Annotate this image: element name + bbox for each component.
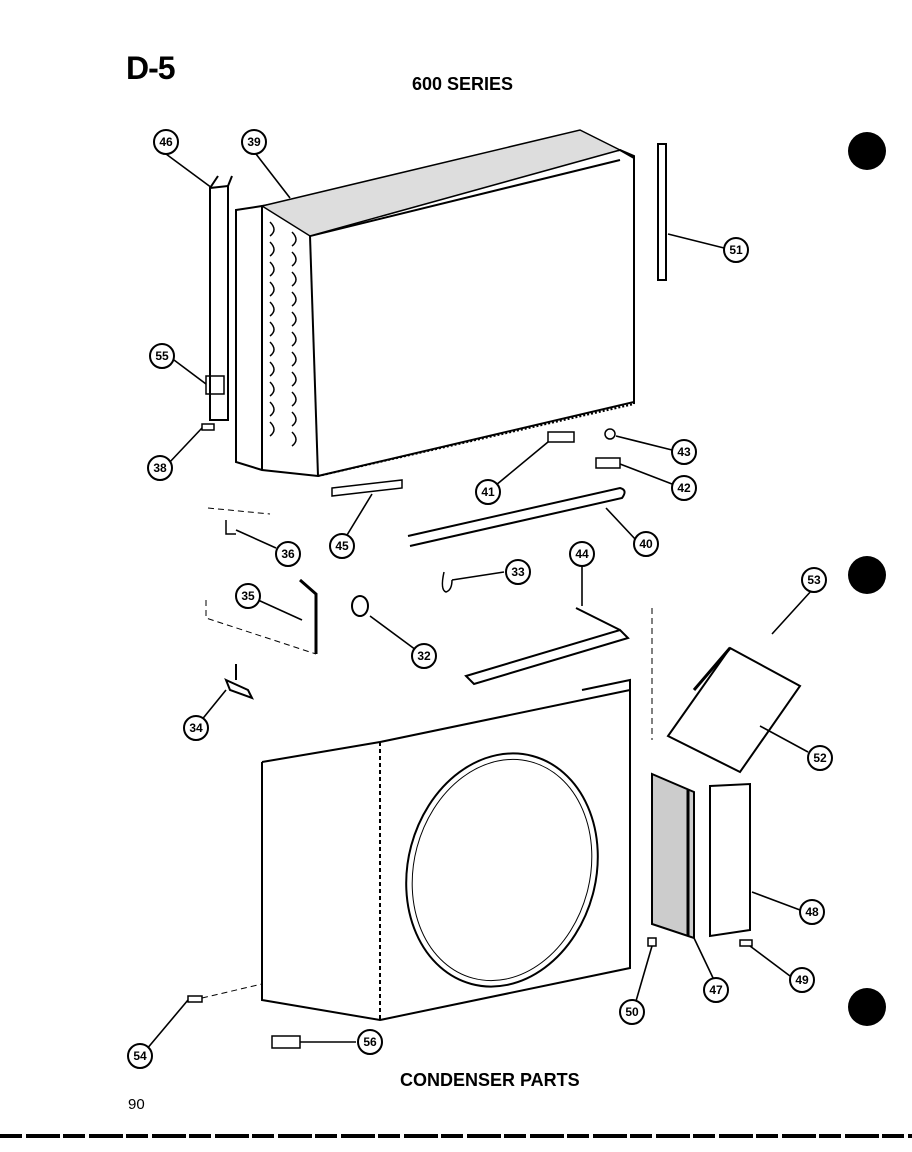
binder-hole (848, 132, 886, 170)
callout-label: 38 (153, 461, 167, 475)
callout-label: 47 (709, 983, 723, 997)
callout-47: 47 (703, 977, 729, 1003)
part-45 (331, 479, 403, 497)
callout-50: 50 (619, 999, 645, 1025)
callout-55: 55 (149, 343, 175, 369)
callout-label: 53 (807, 573, 821, 587)
valve-34 (224, 678, 255, 700)
callout-49: 49 (789, 967, 815, 993)
scan-edge-line (0, 1134, 912, 1138)
part-56 (271, 1035, 301, 1049)
callout-label: 51 (729, 243, 743, 257)
side-bracket (209, 184, 229, 421)
callout-41: 41 (475, 479, 501, 505)
part-41 (547, 431, 575, 443)
condenser-shroud (261, 678, 631, 1022)
rail-44 (464, 628, 630, 686)
coil-32 (351, 595, 369, 617)
callout-label: 33 (511, 565, 525, 579)
callout-54: 54 (127, 1043, 153, 1069)
callout-label: 34 (189, 721, 203, 735)
probe-35 (299, 578, 318, 654)
callout-label: 43 (677, 445, 691, 459)
clip-50 (647, 937, 657, 947)
callout-44: 44 (569, 541, 595, 567)
callout-34: 34 (183, 715, 209, 741)
callout-35: 35 (235, 583, 261, 609)
callout-label: 56 (363, 1035, 377, 1049)
page-number: 90 (128, 1096, 145, 1113)
callout-label: 32 (417, 649, 431, 663)
screw-49 (739, 939, 753, 947)
diagram-caption: CONDENSER PARTS (400, 1070, 580, 1090)
callout-48: 48 (799, 899, 825, 925)
callout-52: 52 (807, 745, 833, 771)
callout-label: 36 (281, 547, 295, 561)
callout-53: 53 (801, 567, 827, 593)
callout-38: 38 (147, 455, 173, 481)
callout-36: 36 (275, 541, 301, 567)
callout-label: 55 (155, 349, 169, 363)
screw-54 (187, 995, 203, 1003)
callout-label: 35 (241, 589, 255, 603)
tube-40 (407, 486, 626, 547)
grille-47 (651, 772, 695, 940)
seal-strip (657, 143, 667, 281)
panel-52 (666, 646, 802, 774)
clip-42 (595, 457, 621, 469)
bracket-36 (225, 520, 236, 535)
callout-label: 50 (625, 1005, 639, 1019)
callout-label: 44 (575, 547, 589, 561)
callout-46: 46 (153, 129, 179, 155)
callout-39: 39 (241, 129, 267, 155)
callout-43: 43 (671, 439, 697, 465)
callout-label: 46 (159, 135, 173, 149)
hook-33 (441, 571, 453, 593)
callout-32: 32 (411, 643, 437, 669)
callout-33: 33 (505, 559, 531, 585)
callout-51: 51 (723, 237, 749, 263)
callout-label: 45 (335, 539, 349, 553)
callout-label: 48 (805, 905, 819, 919)
callout-42: 42 (671, 475, 697, 501)
panel-48 (709, 782, 751, 938)
callout-label: 54 (133, 1049, 147, 1063)
binder-hole (848, 556, 886, 594)
callout-label: 40 (639, 537, 653, 551)
part-55 (205, 375, 225, 395)
binder-hole (848, 988, 886, 1026)
series-title: 600 SERIES (412, 74, 514, 94)
callout-label: 39 (247, 135, 261, 149)
callout-label: 49 (795, 973, 809, 987)
page-code: D-5 (126, 50, 176, 86)
callout-56: 56 (357, 1029, 383, 1055)
callout-40: 40 (633, 531, 659, 557)
screw-38 (201, 423, 215, 431)
callout-45: 45 (329, 533, 355, 559)
callout-label: 41 (481, 485, 495, 499)
callout-label: 42 (677, 481, 691, 495)
callout-label: 52 (813, 751, 827, 765)
condenser-coil (235, 129, 635, 478)
nut-43 (604, 428, 616, 440)
